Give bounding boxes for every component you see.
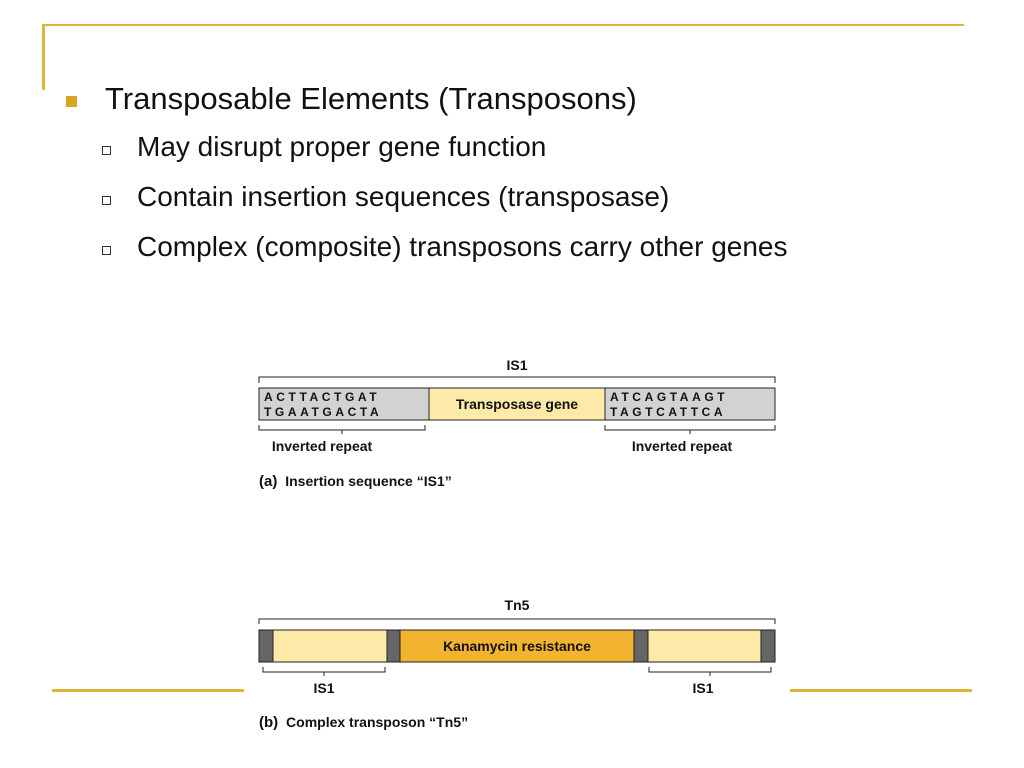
- sub-bullet: Complex (composite) transposons carry ot…: [102, 231, 788, 263]
- sub-bullet-text: Complex (composite) transposons carry ot…: [137, 231, 788, 262]
- kanamycin-resistance-label: Kanamycin resistance: [443, 638, 591, 654]
- left-seq-bottom: TGAATGACTA: [264, 405, 382, 419]
- tn5-span-bracket: [258, 618, 776, 624]
- left-is1-label: IS1: [313, 680, 334, 696]
- left-inverted-repeat-label: Inverted repeat: [272, 438, 373, 454]
- sub-bullet-text: May disrupt proper gene function: [137, 131, 547, 162]
- caption-a-letter: (a): [259, 473, 277, 490]
- right-outer-cap: [760, 629, 776, 663]
- sub-bullet: Contain insertion sequences (transposase…: [102, 181, 669, 213]
- tn5-title: Tn5: [505, 597, 530, 613]
- frame-bottom-line-left: [52, 689, 248, 692]
- right-seq-top: ATCAGTAAGT: [610, 390, 728, 404]
- right-inverted-repeat-label: Inverted repeat: [632, 438, 733, 454]
- caption-a-text: Insertion sequence “IS1”: [285, 473, 452, 489]
- is1-span-bracket: [258, 376, 776, 383]
- main-bullet: Transposable Elements (Transposons): [66, 81, 637, 117]
- frame-bottom-line-right: [786, 689, 972, 692]
- left-sequence-box: [258, 387, 430, 421]
- left-is1-box: [272, 629, 388, 663]
- caption-b-letter: (b): [259, 714, 278, 731]
- main-bullet-text: Transposable Elements (Transposons): [105, 81, 637, 116]
- is1-title: IS1: [506, 357, 527, 373]
- hollow-square-bullet-icon: [102, 195, 111, 205]
- frame-left-line: [42, 24, 45, 90]
- left-outer-cap: [258, 629, 274, 663]
- left-inner-cap: [386, 629, 401, 663]
- caption-b: (b) Complex transposon “Tn5”: [259, 714, 468, 731]
- transposase-gene-label: Transposase gene: [456, 396, 578, 412]
- left-seq-top: ACTTACTGAT: [264, 390, 380, 404]
- right-is1-label: IS1: [692, 680, 713, 696]
- right-seq-bottom: TAGTCATTCA: [610, 405, 726, 419]
- sub-bullet: May disrupt proper gene function: [102, 131, 546, 163]
- right-sequence-box: [604, 387, 776, 421]
- sub-bullet-text: Contain insertion sequences (transposase…: [137, 181, 670, 212]
- kanamycin-resistance-box: [399, 629, 635, 663]
- right-inner-cap: [633, 629, 649, 663]
- hollow-square-bullet-icon: [102, 145, 111, 155]
- caption-b-text: Complex transposon “Tn5”: [286, 714, 468, 730]
- square-bullet-icon: [66, 95, 77, 107]
- right-is1-box: [647, 629, 762, 663]
- caption-a: (a) Insertion sequence “IS1”: [259, 473, 452, 490]
- frame-top-line: [44, 24, 964, 26]
- hollow-square-bullet-icon: [102, 245, 111, 255]
